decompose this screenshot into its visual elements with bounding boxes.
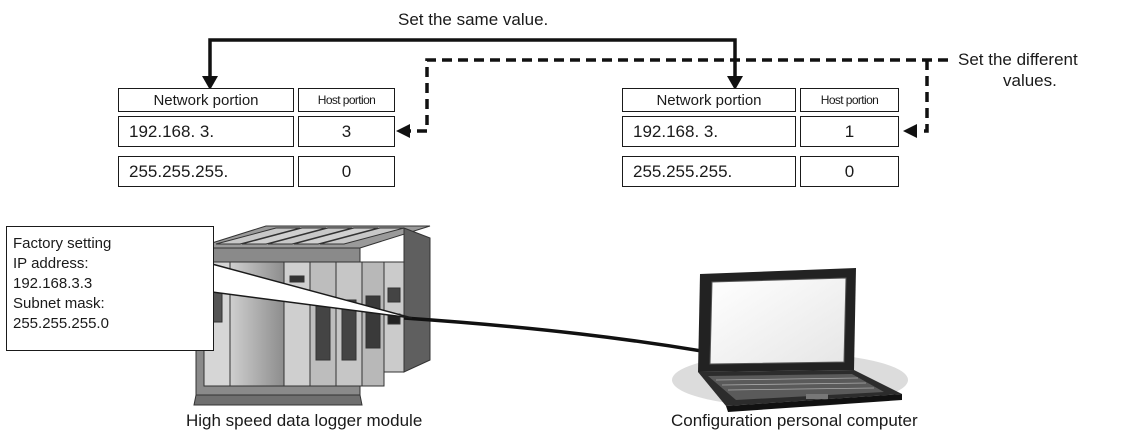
laptop-illustration [672, 268, 908, 412]
same-value-annotation: Set the same value. [398, 10, 549, 29]
different-values-annotation-line1: Set the different [958, 50, 1078, 69]
different-values-arrowhead-left [396, 124, 410, 138]
left-ip-host-value: 3 [298, 116, 395, 147]
different-values-connector [407, 58, 948, 133]
different-values-annotation-line2: values. [1003, 71, 1057, 90]
callout-line-ip-label: IP address: [13, 255, 89, 272]
factory-setting-callout: Factory setting IP address: 192.168.3.3 … [6, 226, 214, 351]
right-ip-network-value: 192.168. 3. [622, 116, 796, 147]
callout-line-mask-value: 255.255.255.0 [13, 315, 109, 332]
different-values-arrowhead-right [903, 124, 917, 138]
left-host-portion-header: Host portion [298, 88, 395, 112]
left-ip-network-value: 192.168. 3. [118, 116, 294, 147]
left-network-portion-header: Network portion [118, 88, 294, 112]
callout-line-ip-value: 192.168.3.3 [13, 275, 93, 292]
same-value-arrowhead-right [727, 76, 743, 90]
configuration-pc-caption: Configuration personal computer [671, 411, 918, 430]
left-mask-network-value: 255.255.255. [118, 156, 294, 187]
right-host-portion-header: Host portion [800, 88, 899, 112]
callout-line-factory-setting: Factory setting [13, 235, 112, 252]
right-mask-host-value: 0 [800, 156, 899, 187]
data-logger-module-caption: High speed data logger module [186, 411, 423, 430]
left-mask-host-value: 0 [298, 156, 395, 187]
same-value-arrowhead-left [202, 76, 218, 90]
right-ip-host-value: 1 [800, 116, 899, 147]
callout-line-mask-label: Subnet mask: [13, 295, 105, 312]
right-network-portion-header: Network portion [622, 88, 796, 112]
right-mask-network-value: 255.255.255. [622, 156, 796, 187]
